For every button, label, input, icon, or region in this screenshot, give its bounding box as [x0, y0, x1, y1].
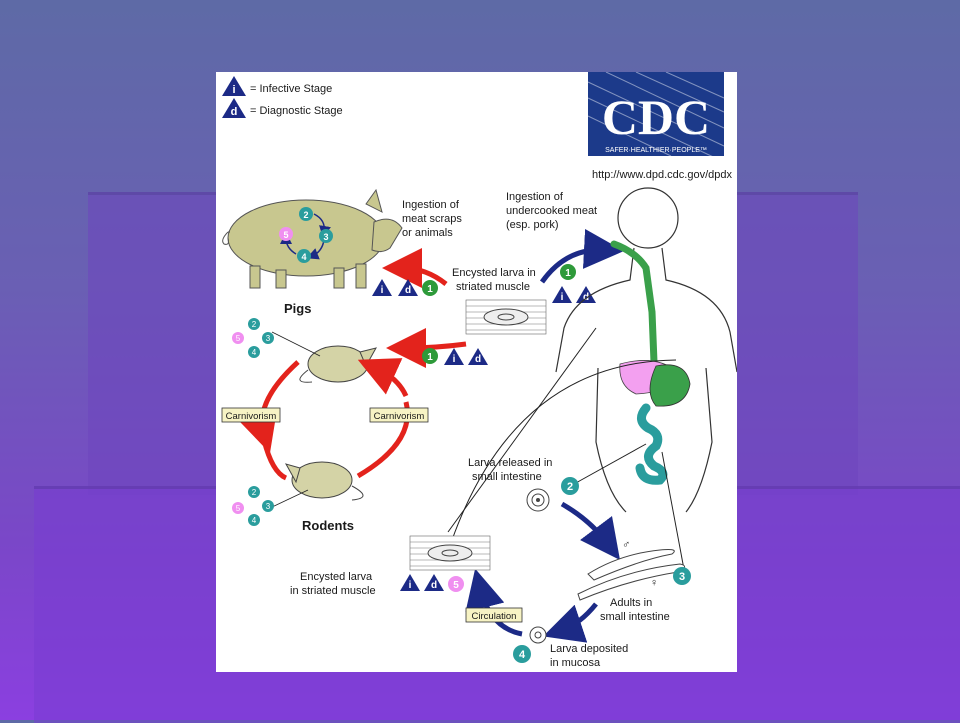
diagnostic-symbol: d [231, 106, 238, 118]
encysted-top-line1: Encysted larva in [452, 267, 536, 279]
step-2-badge: 2 [567, 481, 573, 493]
encysted-top-line2: striated muscle [456, 281, 530, 293]
infective-symbol: i [232, 84, 235, 96]
bottom-i-marker: i [409, 580, 412, 591]
ingest-meat-line3: (esp. pork) [506, 219, 559, 231]
bottom-d-marker: d [431, 580, 437, 591]
ingest-scraps-line1: Ingestion of [402, 199, 460, 211]
pig-illustration [222, 188, 403, 289]
rodents-label: Rodents [302, 518, 354, 533]
encysted-bottom-line1: Encysted larva [300, 571, 373, 583]
arrow-to-pig [382, 248, 448, 289]
carnivorism-arrow-left-lower [261, 439, 288, 481]
ingest-meat-line1: Ingestion of [506, 191, 564, 203]
rodent-low-step-4: 4 [252, 516, 257, 525]
dpdx-url: http://www.dpd.cdc.gov/dpdx [592, 169, 733, 181]
legend-infective-label: = Infective Stage [250, 83, 332, 95]
ingest-meat-line2: undercooked meat [506, 205, 597, 217]
rodent-up-step-2: 2 [252, 320, 257, 329]
rodent-stage-markers: 1 i d [422, 348, 488, 365]
human-stage-markers: 1 i d [552, 264, 596, 303]
carnivorism-arrow-left [238, 360, 300, 454]
circulation-box: Circulation [465, 607, 523, 623]
rodent-up-step-4: 4 [252, 348, 257, 357]
pig-step-1: 1 [427, 284, 433, 295]
pig-step-2: 2 [303, 210, 308, 220]
pig-d-marker: d [405, 285, 411, 296]
bottom-stage-markers: i d 5 [400, 574, 464, 592]
carnivorism-arrow-right-upper [357, 358, 409, 398]
adult-worms [577, 549, 685, 601]
male-symbol: ♂ [622, 539, 630, 551]
pointer-intestine [573, 443, 647, 485]
adults-line2: small intestine [600, 611, 670, 623]
pointer-circulation [451, 359, 677, 541]
rodent-d-marker: d [475, 354, 481, 365]
carnivorism-label-right: Carnivorism [374, 411, 425, 422]
pointer-muscle [447, 327, 597, 533]
pig-step-4: 4 [301, 252, 306, 262]
pig-step-3: 3 [323, 232, 328, 242]
rodent-lower [269, 461, 364, 509]
muscle-tissue-top [465, 299, 547, 335]
rodent-low-step-5: 5 [236, 504, 241, 513]
muscle-tissue-bottom [409, 535, 491, 571]
human-step-1: 1 [565, 268, 571, 279]
rodent-upper-cycle: 2 3 4 5 [232, 318, 274, 358]
pig-internal-cycle: 2 3 4 5 [279, 207, 333, 263]
larva-released-line1: Larva released in [468, 457, 552, 469]
carnivorism-box-right: Carnivorism [369, 407, 429, 423]
step-3-badge: 3 [679, 571, 685, 583]
pig-stage-markers: i d 1 [372, 279, 438, 296]
larva-deposited-line2: in mucosa [550, 657, 601, 669]
ingest-scraps-line3: or animals [402, 227, 453, 239]
lifecycle-diagram: i = Infective Stage d = Diagnostic Stage… [221, 72, 737, 669]
pigs-label: Pigs [284, 301, 311, 316]
rodent-low-step-2: 2 [252, 488, 257, 497]
circulation-label: Circulation [472, 611, 517, 622]
step-4-badge: 4 [519, 649, 526, 661]
pig-step-5: 5 [283, 230, 288, 240]
ingest-scraps-line2: meat scraps [402, 213, 462, 225]
deposited-larva-illustration [529, 626, 547, 644]
arrow-to-human [539, 228, 624, 284]
pointer-adults [661, 451, 687, 581]
carnivorism-box-left: Carnivorism [221, 407, 281, 423]
arrow-larva-to-adults [560, 501, 621, 560]
arrow-to-rodents [386, 327, 467, 368]
cdc-logo-text: CDC [602, 89, 710, 145]
carnivorism-label-left: Carnivorism [226, 411, 277, 422]
rodent-step-1: 1 [427, 352, 433, 363]
infective-stage-icon: i [222, 76, 246, 96]
adults-line1: Adults in [610, 597, 652, 609]
legend: i = Infective Stage d = Diagnostic Stage [222, 76, 343, 118]
diagnostic-stage-icon: d [222, 98, 246, 118]
pig-i-marker: i [381, 285, 384, 296]
larva-deposited-line1: Larva deposited [550, 643, 628, 655]
human-i-marker: i [561, 292, 564, 303]
rodent-i-marker: i [453, 354, 456, 365]
released-larva-illustration [526, 488, 550, 512]
cdc-logo: CDC SAFER·HEALTHIER·PEOPLE™ [587, 72, 725, 163]
encysted-bottom-line2: in striated muscle [290, 585, 376, 597]
larva-released-line2: small intestine [472, 471, 542, 483]
step-5-badge: 5 [453, 580, 459, 591]
legend-diagnostic-label: = Diagnostic Stage [250, 105, 343, 117]
trichinella-lifecycle-figure: i = Infective Stage d = Diagnostic Stage… [216, 72, 737, 672]
cdc-tagline: SAFER·HEALTHIER·PEOPLE™ [605, 147, 707, 154]
arrow-adults-to-mucosa [543, 602, 598, 643]
rodent-lower-cycle: 2 3 4 5 [232, 486, 274, 526]
rodent-up-step-5: 5 [236, 334, 241, 343]
rodent-up-step-3: 3 [266, 334, 271, 343]
human-d-marker: d [583, 292, 589, 303]
rodent-low-step-3: 3 [266, 502, 271, 511]
female-symbol: ♀ [650, 577, 658, 589]
human-outline [555, 187, 737, 513]
